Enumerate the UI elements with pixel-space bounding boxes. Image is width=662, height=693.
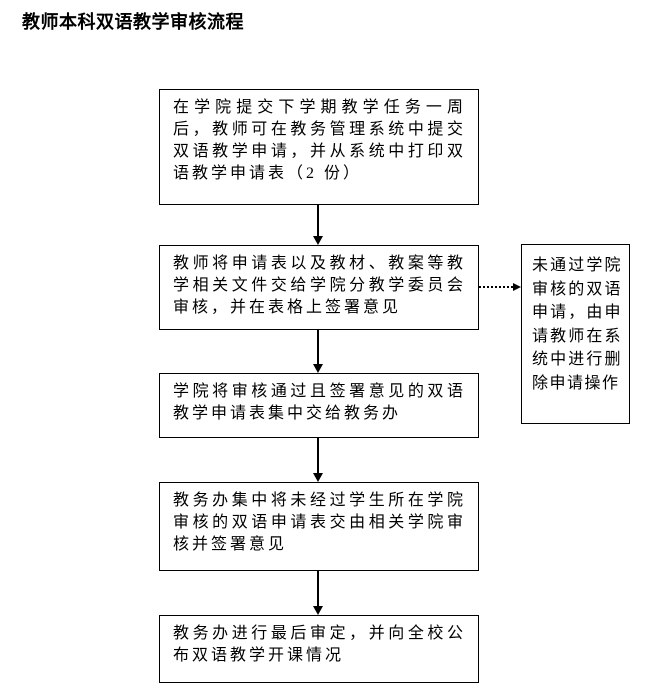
arrow-stem [317, 571, 319, 607]
arrow-head-icon [313, 236, 323, 245]
down-arrow-4 [313, 571, 323, 615]
flow-step-5: 教务办进行最后审定，并向全校公布双语教学开课情况 [159, 615, 479, 683]
arrow-stem [317, 438, 319, 474]
side-note-box: 未通过学院审核的双语申请，由申请教师在系统中进行删除申请操作 [521, 244, 630, 424]
flow-step-3: 学院将审核通过且签署意见的双语教学申请表集中交给教务办 [159, 373, 479, 438]
flow-step-4: 教务办集中将未经过学生所在学院审核的双语申请表交由相关学院审核并签署意见 [159, 482, 479, 571]
dotted-line [479, 286, 513, 288]
down-arrow-1 [313, 205, 323, 245]
page-title: 教师本科双语教学审核流程 [22, 12, 244, 32]
dotted-connector-arrow [479, 283, 521, 292]
arrow-head-right-icon [513, 283, 521, 291]
down-arrow-3 [313, 438, 323, 482]
down-arrow-2 [313, 330, 323, 373]
arrow-head-icon [313, 473, 323, 482]
arrow-stem [317, 205, 319, 237]
flow-step-2: 教师将申请表以及教材、教案等教学相关文件交给学院分教学委员会审核，并在表格上签署… [159, 245, 479, 330]
arrow-head-icon [313, 364, 323, 373]
arrow-stem [317, 330, 319, 365]
flow-step-1: 在学院提交下学期教学任务一周后，教师可在教务管理系统中提交双语教学申请，并从系统… [159, 89, 479, 205]
arrow-head-icon [313, 606, 323, 615]
